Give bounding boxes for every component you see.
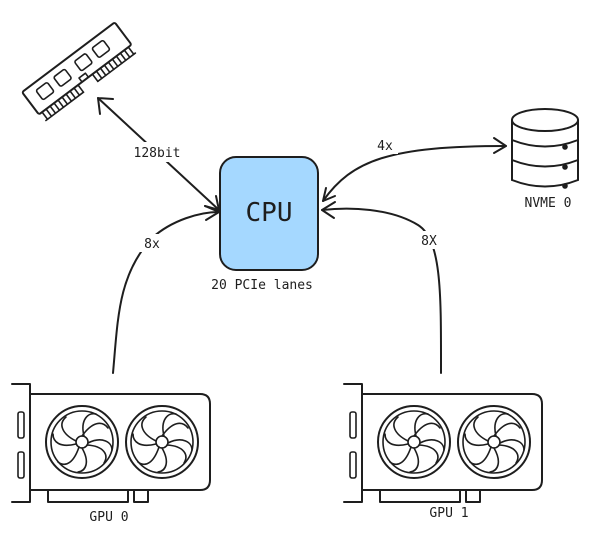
link-gpu1-cpu: 8X: [321, 201, 443, 374]
gpu-1-label: GPU 1: [429, 506, 468, 521]
link-gpu0-cpu: 8x: [112, 205, 220, 374]
nvme-label: NVME 0: [525, 196, 572, 211]
link-cpu-nvme: 4x: [322, 136, 507, 202]
gpu-1-icon: [343, 383, 543, 503]
database-icon: [511, 108, 579, 189]
link-ram-cpu-label: 128bit: [134, 146, 181, 161]
link-ram-cpu: 128bit: [97, 97, 220, 211]
cpu-node: CPU 20 PCIe lanes: [211, 156, 319, 293]
ram-module-icon: [21, 22, 137, 122]
gpu-0-label: GPU 0: [89, 510, 128, 525]
cpu-label: CPU: [246, 198, 293, 228]
cpu-caption: 20 PCIe lanes: [211, 278, 313, 293]
link-gpu0-cpu-label: 8x: [144, 237, 160, 252]
cpu-box: [219, 156, 319, 271]
link-cpu-nvme-label: 4x: [377, 139, 393, 154]
gpu-0-icon: [11, 383, 211, 503]
link-gpu1-cpu-label: 8X: [421, 234, 437, 249]
